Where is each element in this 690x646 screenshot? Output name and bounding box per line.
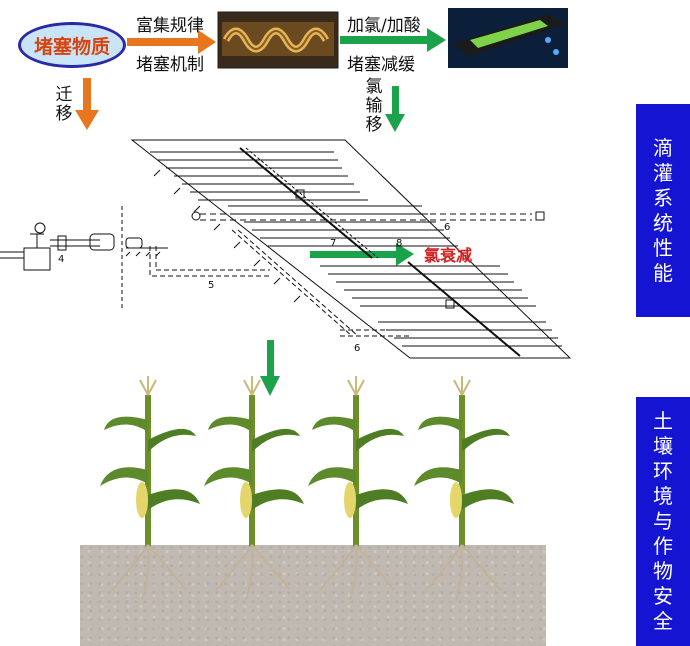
label-5: 5 (208, 280, 215, 291)
corn-plants (100, 376, 514, 601)
corn-plant-1 (100, 376, 200, 601)
emitter-channel-photo (217, 11, 339, 69)
clogging-substance-label: 堵塞物质 (33, 35, 110, 58)
label-6-bottom: 6 (354, 343, 361, 354)
orange-down-arrow (75, 78, 99, 130)
system-performance-panel: 滴灌系统性能 (636, 104, 690, 317)
chlorine-decay-label: 氯衰减 (424, 246, 473, 265)
drip-system-schematic (0, 139, 572, 359)
system-performance-text: 滴灌系统性能 (653, 135, 673, 285)
migration-label: 迁移 (55, 85, 73, 124)
mechanism-label: 堵塞机制 (136, 55, 204, 75)
soil-crop-safety-panel: 土壤环境与作物安全 (636, 397, 690, 646)
label-8: 8 (396, 238, 403, 249)
corn-plant-2 (204, 376, 304, 601)
clog-mitigation-label: 堵塞减缓 (347, 55, 415, 75)
chlorine-transport-label: 氯输移 (365, 77, 383, 135)
green-down-arrow-top (385, 86, 405, 132)
dripper-photo (448, 8, 568, 68)
orange-right-arrow (127, 30, 216, 54)
green-decay-arrow (310, 243, 414, 266)
corn-plant-4 (414, 376, 514, 601)
label-6-top: 6 (444, 222, 451, 233)
green-down-arrow-crops (260, 340, 280, 396)
green-right-arrow (340, 28, 446, 52)
label-4: 4 (58, 254, 65, 265)
label-7: 7 (330, 238, 337, 249)
soil-crop-safety-text: 土壤环境与作物安全 (653, 409, 673, 633)
corn-plant-3 (308, 376, 408, 601)
enrichment-label: 富集规律 (136, 16, 204, 36)
add-chlorine-acid-label: 加氯/加酸 (347, 16, 421, 36)
clogging-substance-node: 堵塞物质 (18, 22, 126, 68)
